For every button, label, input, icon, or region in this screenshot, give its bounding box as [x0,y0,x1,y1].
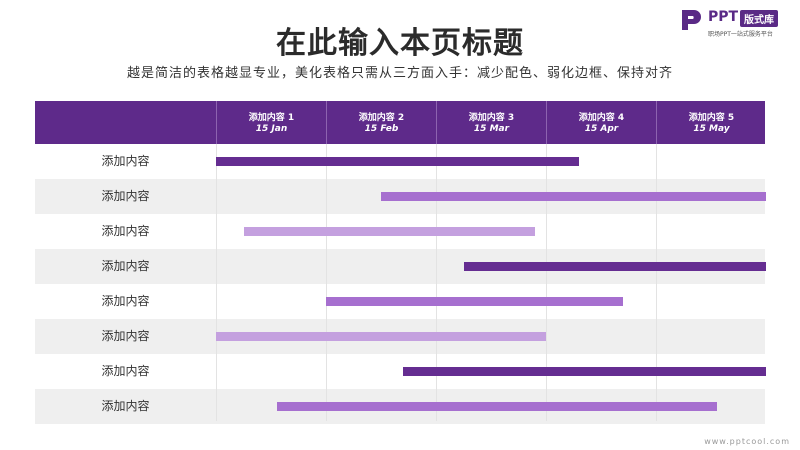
header-title: 添加内容 3 [468,113,515,123]
header-cell: 添加内容 3 15 Mar [436,101,546,144]
gantt-bar [276,402,717,411]
header-date: 15 May [693,124,730,134]
logo-brand: PPT [708,9,739,25]
header-date: 15 Jan [255,124,288,134]
table-row: 添加内容 [35,214,765,249]
table-header: 添加内容 1 15 Jan 添加内容 2 15 Feb 添加内容 3 15 Ma… [35,101,765,144]
header-title: 添加内容 1 [248,113,295,123]
gantt-bar [381,192,766,201]
brand-logo: PPT 版式库 职场PPT一站式服务平台 [680,8,795,38]
header-cell: 添加内容 4 15 Apr [546,101,656,144]
row-label: 添加内容 [101,224,150,238]
row-label: 添加内容 [101,259,150,273]
header-date: 15 Feb [364,124,399,134]
row-label: 添加内容 [101,399,150,413]
gantt-bar [326,297,623,306]
logo-badge: 版式库 [740,10,778,27]
row-label: 添加内容 [101,189,150,203]
row-label: 添加内容 [101,294,150,308]
grid-line [216,144,217,421]
row-label: 添加内容 [101,329,150,343]
row-label: 添加内容 [101,154,150,168]
gantt-bar [243,227,535,236]
grid-line [436,144,437,421]
grid-line [546,144,547,421]
gantt-bar [463,262,766,271]
header-cell: 添加内容 1 15 Jan [216,101,326,144]
gantt-table: 添加内容 1 15 Jan 添加内容 2 15 Feb 添加内容 3 15 Ma… [35,101,766,424]
logo-mark-icon [682,10,701,30]
gantt-bar [403,367,766,376]
row-label: 添加内容 [101,364,150,378]
table-row: 添加内容 [35,144,765,179]
page-title: 在此输入本页标题 [276,26,524,61]
header-cell: 添加内容 5 15 May [656,101,766,144]
table-row: 添加内容 [35,284,765,319]
header-title: 添加内容 4 [578,113,625,123]
header-title: 添加内容 5 [688,113,735,123]
gantt-bar [216,157,579,166]
header-title: 添加内容 2 [358,113,405,123]
page-subtitle: 越是简洁的表格越显专业，美化表格只需从三方面入手：减少配色、弱化边框、保持对齐 [126,66,673,81]
header-cell: 添加内容 2 15 Feb [326,101,436,144]
logo-tagline: 职场PPT一站式服务平台 [708,31,773,38]
table-row: 添加内容 [35,354,765,389]
watermark: www.pptcool.com [704,437,790,446]
grid-line [656,144,657,421]
gantt-bar [216,332,546,341]
grid-line [326,144,327,421]
header-date: 15 Mar [473,124,510,134]
header-date: 15 Apr [584,124,619,134]
